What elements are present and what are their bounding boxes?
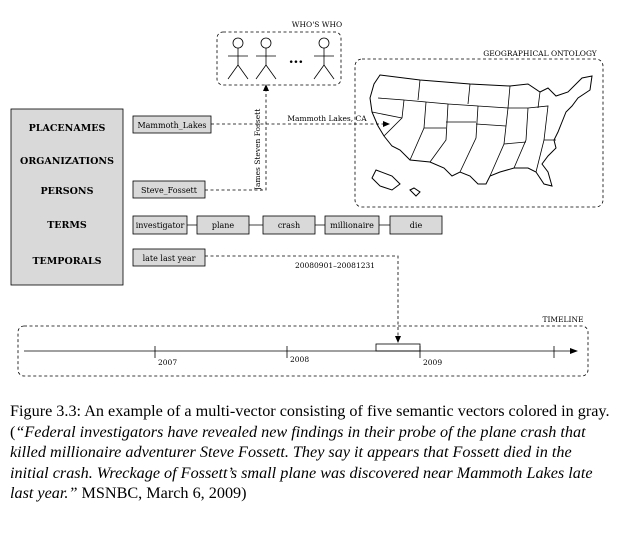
temporal-value: late last year <box>143 254 196 263</box>
header-temporals: TEMPORALS <box>32 256 101 267</box>
person-icon <box>227 37 249 80</box>
term-cell <box>389 215 443 235</box>
person-link <box>205 86 267 191</box>
placename-cell <box>132 115 212 134</box>
temporal-link-label: 20080901–20081231 <box>295 261 375 270</box>
geo-panel <box>354 58 604 208</box>
placename-link-arrowhead <box>383 121 390 127</box>
term-cell <box>132 215 188 235</box>
timeline-interval <box>375 343 421 352</box>
header-terms: TERMS <box>47 220 87 231</box>
caption-quote: “Federal investigators have revealed new… <box>10 422 593 503</box>
term-value: die <box>410 221 423 230</box>
person-link-label: James Steven Fossett <box>253 109 262 191</box>
term-value: crash <box>278 221 300 230</box>
header-placenames: PLACENAMES <box>29 123 106 134</box>
header-organizations: ORGANIZATIONS <box>20 156 114 167</box>
caption-prefix: Figure 3.3: An example of a multi-vector… <box>10 402 610 441</box>
figure-caption: Figure 3.3: An example of a multi-vector… <box>10 401 610 504</box>
geo-title: GEOGRAPHICAL ONTOLOGY <box>483 49 598 58</box>
caption-suffix: MSNBC, March 6, 2009) <box>77 484 247 502</box>
term-cell <box>196 215 250 235</box>
term-value: plane <box>212 221 235 230</box>
multi-vector-diagram: PLACENAMES ORGANIZATIONS PERSONS TERMS T… <box>10 20 604 377</box>
person-icon <box>255 37 277 80</box>
us-map <box>369 74 593 197</box>
timeline-tick-label: 2007 <box>158 358 177 367</box>
temporal-link-arrowhead <box>395 336 401 343</box>
term-cell <box>324 215 380 235</box>
temporal-cell <box>132 248 206 267</box>
header-persons: PERSONS <box>41 186 94 197</box>
timeline-arrowhead <box>570 348 578 354</box>
whos-who-ellipsis: ... <box>289 51 304 67</box>
timeline-tick-label: 2009 <box>423 358 442 367</box>
person-icon <box>313 37 335 80</box>
placename-value: Mammoth_Lakes <box>137 121 206 130</box>
placename-link-label: Mammoth Lakes, CA <box>287 114 367 123</box>
timeline-tick-label: 2008 <box>290 355 309 364</box>
person-cell <box>132 180 206 199</box>
timeline-panel <box>17 325 589 377</box>
temporal-link <box>205 255 399 340</box>
term-cell <box>262 215 316 235</box>
term-value: investigator <box>136 221 185 230</box>
vector-header-panel <box>10 108 124 286</box>
person-link-arrowhead <box>263 84 269 91</box>
timeline-title: TIMELINE <box>542 315 583 324</box>
whos-who-title: WHO'S WHO <box>292 20 342 29</box>
person-value: Steve_Fossett <box>141 186 198 195</box>
whos-who-panel <box>216 31 342 86</box>
term-value: millionaire <box>330 221 374 230</box>
